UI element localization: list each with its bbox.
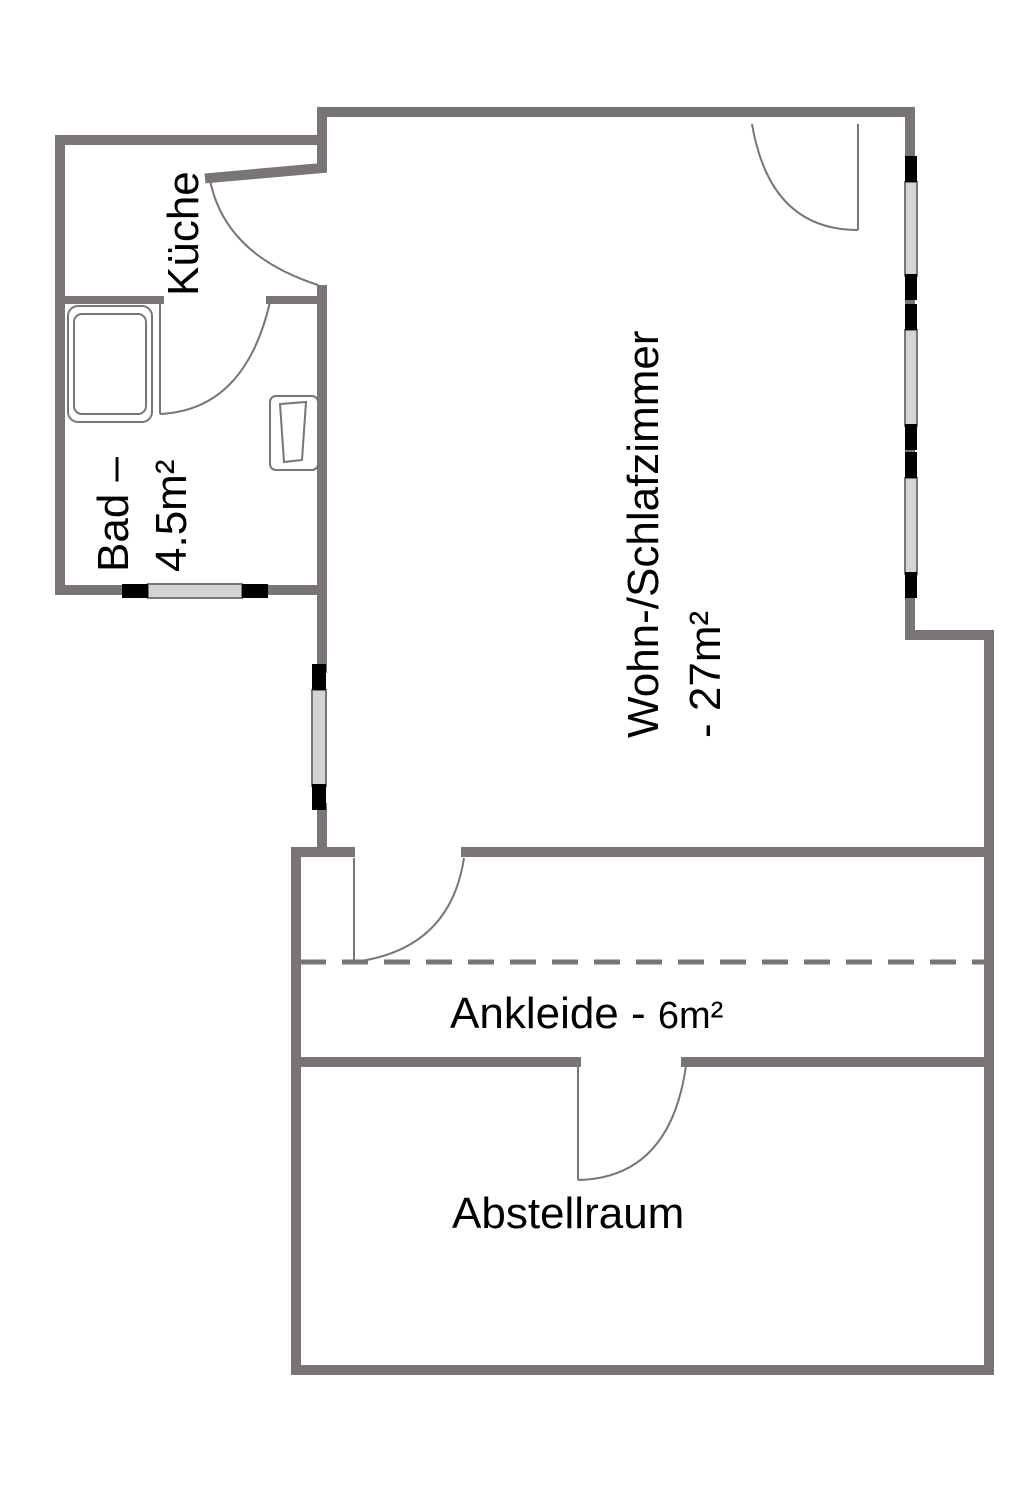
window-icon [904, 156, 918, 300]
label-wohn-line2: - 27m² [681, 611, 730, 738]
label-ankleide-area: 6m² [658, 995, 723, 1037]
walls [55, 107, 994, 1375]
label-bad-line2: 4.5m² [147, 460, 196, 572]
wall-lower-outer [291, 847, 994, 1375]
window-icon [904, 304, 918, 450]
wall-bath-bottom-right [261, 585, 327, 673]
bathtub-icon [67, 305, 153, 423]
door-swing-icon [353, 857, 465, 963]
window-icon [904, 452, 918, 598]
window-icon [122, 583, 268, 599]
bath-fixtures [67, 305, 319, 471]
window-icon [311, 664, 327, 810]
washbasin-icon [269, 395, 319, 471]
windows [122, 156, 918, 810]
wall-kitchen-stub [204, 143, 327, 184]
room-labels: Küche Bad – 4.5m² Wohn-/Schlafzimmer - 2… [89, 171, 730, 1238]
wall-kitchen-bath-outer [55, 135, 327, 595]
door-swing-icon [209, 179, 323, 291]
door-swing-icon [159, 301, 271, 415]
door-swing-icon [751, 123, 859, 231]
label-bad-line1: Bad – [89, 456, 138, 572]
label-ankleide-name: Ankleide - [450, 989, 658, 1038]
label-kueche: Küche [159, 171, 208, 296]
label-abstellraum: Abstellraum [452, 1189, 684, 1238]
label-wohn-line1: Wohn-/Schlafzimmer [619, 330, 668, 738]
label-ankleide: Ankleide - 6m² [450, 989, 723, 1038]
doors [159, 123, 859, 1181]
door-swing-icon [577, 1065, 687, 1181]
